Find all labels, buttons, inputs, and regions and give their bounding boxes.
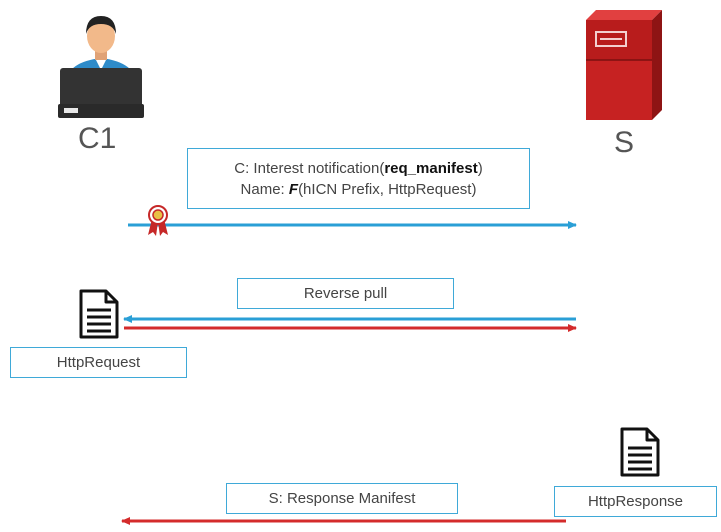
req-manifest-text: req_manifest xyxy=(384,159,478,177)
client-label: C1 xyxy=(78,122,117,155)
interest-line-1: C: Interest notification(req_manifest) xyxy=(234,159,483,177)
document-icon xyxy=(79,289,119,339)
reverse-pull-box: Reverse pull xyxy=(237,278,454,309)
server-icon xyxy=(586,10,662,120)
http-request-box: HttpRequest xyxy=(10,347,187,378)
award-ribbon-icon xyxy=(148,205,168,236)
http-response-box: HttpResponse xyxy=(554,486,717,517)
response-manifest-box: S: Response Manifest xyxy=(226,483,458,514)
function-f-text: F xyxy=(288,180,299,198)
document-icon xyxy=(620,427,660,477)
interest-notification-box: C: Interest notification(req_manifest) N… xyxy=(187,148,530,209)
server-label: S xyxy=(614,126,635,159)
interest-line-2: Name: F(hICN Prefix, HttpRequest) xyxy=(240,180,477,198)
client-user-icon xyxy=(58,16,144,118)
